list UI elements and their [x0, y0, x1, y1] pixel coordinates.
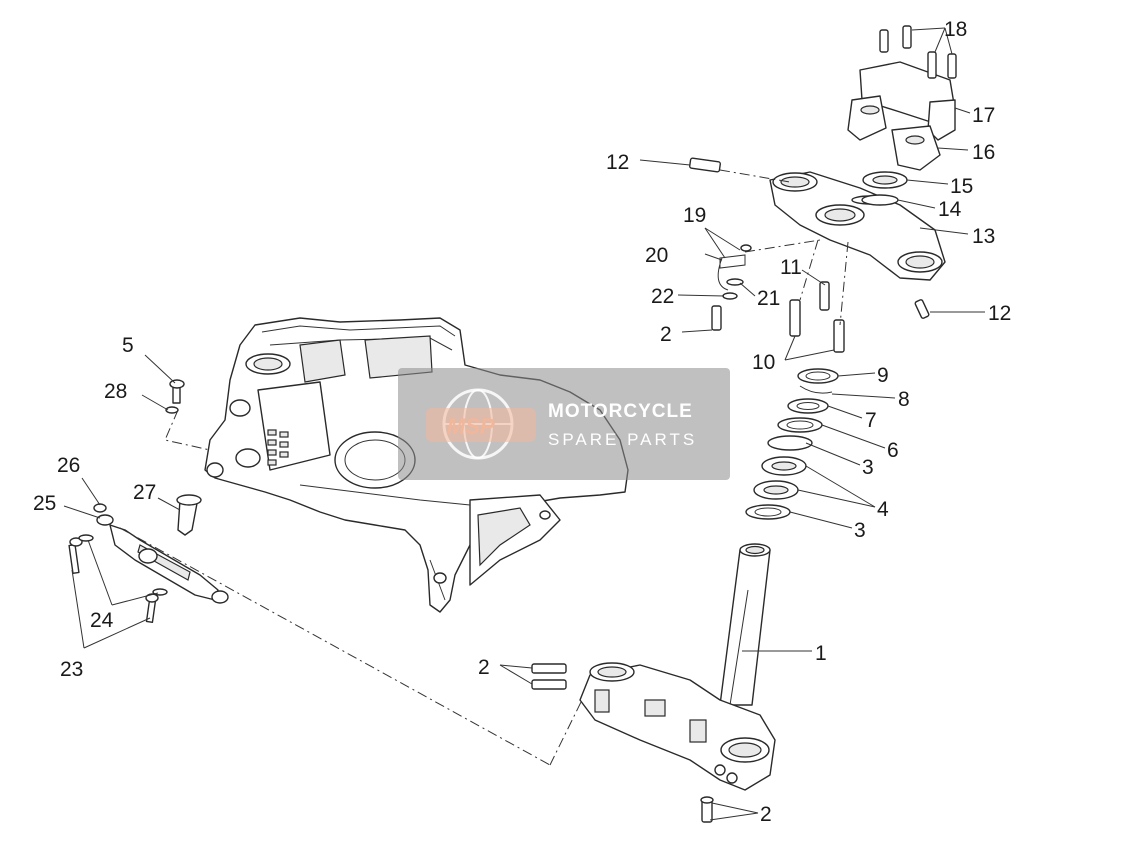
callout-13: 13: [972, 225, 995, 248]
callout-17: 17: [972, 104, 995, 127]
callout-2-bottom: 2: [760, 803, 772, 826]
watermark-logo: MSP: [447, 414, 495, 439]
callout-2-clamp: 2: [478, 656, 490, 679]
watermark-line2: SPARE PARTS: [548, 430, 697, 449]
callout-10: 10: [752, 351, 775, 374]
callout-2-upper: 2: [660, 323, 672, 346]
callout-11: 11: [780, 256, 802, 279]
callout-15: 15: [950, 175, 973, 198]
lower-triple-clamp: [531, 543, 776, 823]
callout-25: 25: [33, 492, 56, 515]
upper-triple-clamp: [689, 157, 946, 353]
callout-19: 19: [683, 204, 706, 227]
callout-6: 6: [887, 439, 899, 462]
handlebar-risers: [847, 25, 957, 171]
bearing-stack: [745, 368, 839, 520]
callout-23: 23: [60, 658, 83, 681]
center-lines: [119, 169, 849, 766]
callout-labels: 1 2 2 2 3 3 4 5 6 7 8 9 10 11 12 12 13 1…: [33, 18, 1011, 826]
callout-3-upper: 3: [862, 456, 874, 479]
callout-28: 28: [104, 380, 127, 403]
callout-22: 22: [651, 285, 674, 308]
callout-27: 27: [133, 481, 156, 504]
callout-4: 4: [877, 498, 889, 521]
callout-8: 8: [898, 388, 910, 411]
callout-12-left: 12: [606, 151, 629, 174]
watermark: MSP MOTORCYCLE SPARE PARTS: [398, 368, 730, 480]
callout-18: 18: [944, 18, 967, 41]
callout-12-right: 12: [988, 302, 1011, 325]
leader-lines: [63, 27, 985, 821]
callout-26: 26: [57, 454, 80, 477]
callout-20: 20: [645, 244, 668, 267]
steering-damper: [68, 379, 229, 624]
callout-5: 5: [122, 334, 134, 357]
callout-14: 14: [938, 198, 962, 221]
callout-24: 24: [90, 609, 114, 632]
callout-1: 1: [815, 642, 827, 665]
callout-3-lower: 3: [854, 519, 866, 542]
callout-7: 7: [865, 409, 877, 432]
watermark-line1: MOTORCYCLE: [548, 401, 693, 422]
callout-16: 16: [972, 141, 995, 164]
callout-9: 9: [877, 364, 889, 387]
callout-21: 21: [757, 287, 780, 310]
